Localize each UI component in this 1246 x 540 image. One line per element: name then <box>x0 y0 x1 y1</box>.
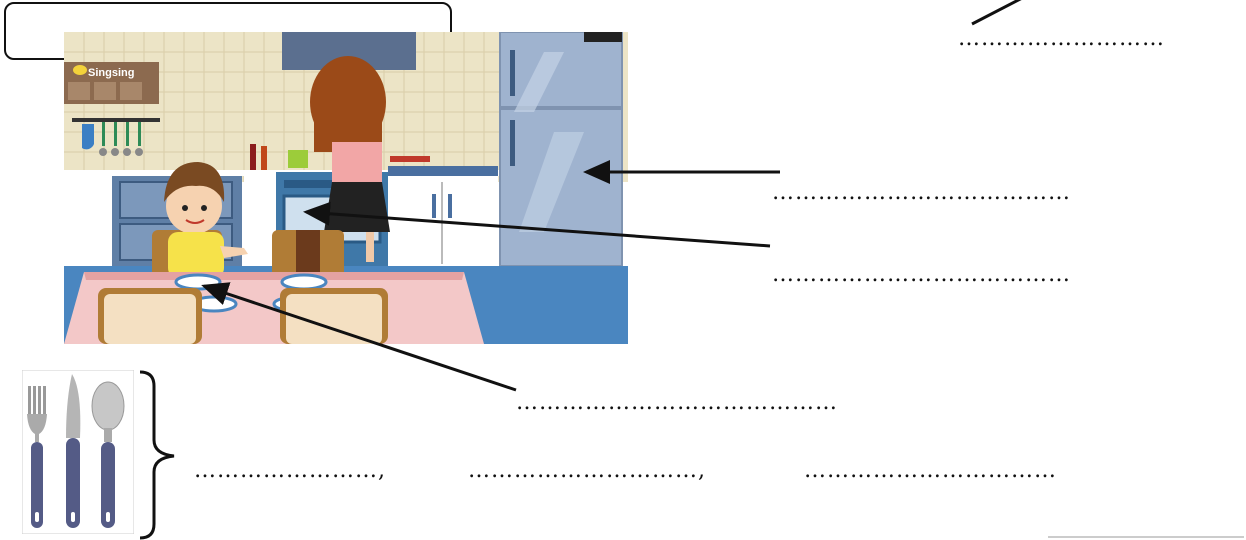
kitchen-illustration: Singsing <box>64 32 628 344</box>
plate-left <box>176 275 220 289</box>
blank-fridge[interactable]: ………………………………… <box>772 182 1071 204</box>
plate-middle <box>282 275 326 289</box>
knife-icon <box>66 374 80 528</box>
blank-cutlery-1[interactable]: ……………………, <box>194 460 386 482</box>
blank-top-right[interactable]: ……………………… <box>958 28 1165 50</box>
toaster <box>288 150 308 168</box>
cutlery-illustration <box>22 370 134 534</box>
blank-plate[interactable]: …………………………………… <box>516 392 838 414</box>
scene-watermark: Singsing <box>88 67 134 79</box>
blank-oven[interactable]: ………………………………… <box>772 264 1071 286</box>
blank-cutlery-3[interactable]: …………………………… <box>804 460 1057 482</box>
cabinet-left <box>64 176 114 266</box>
blank-cutlery-2[interactable]: …………………………, <box>468 460 706 482</box>
pointer-line-top <box>972 0 1030 24</box>
curly-brace <box>136 370 180 540</box>
utensil-rail <box>72 118 160 122</box>
boy-shirt <box>168 232 224 278</box>
oven-mitt <box>82 124 94 149</box>
